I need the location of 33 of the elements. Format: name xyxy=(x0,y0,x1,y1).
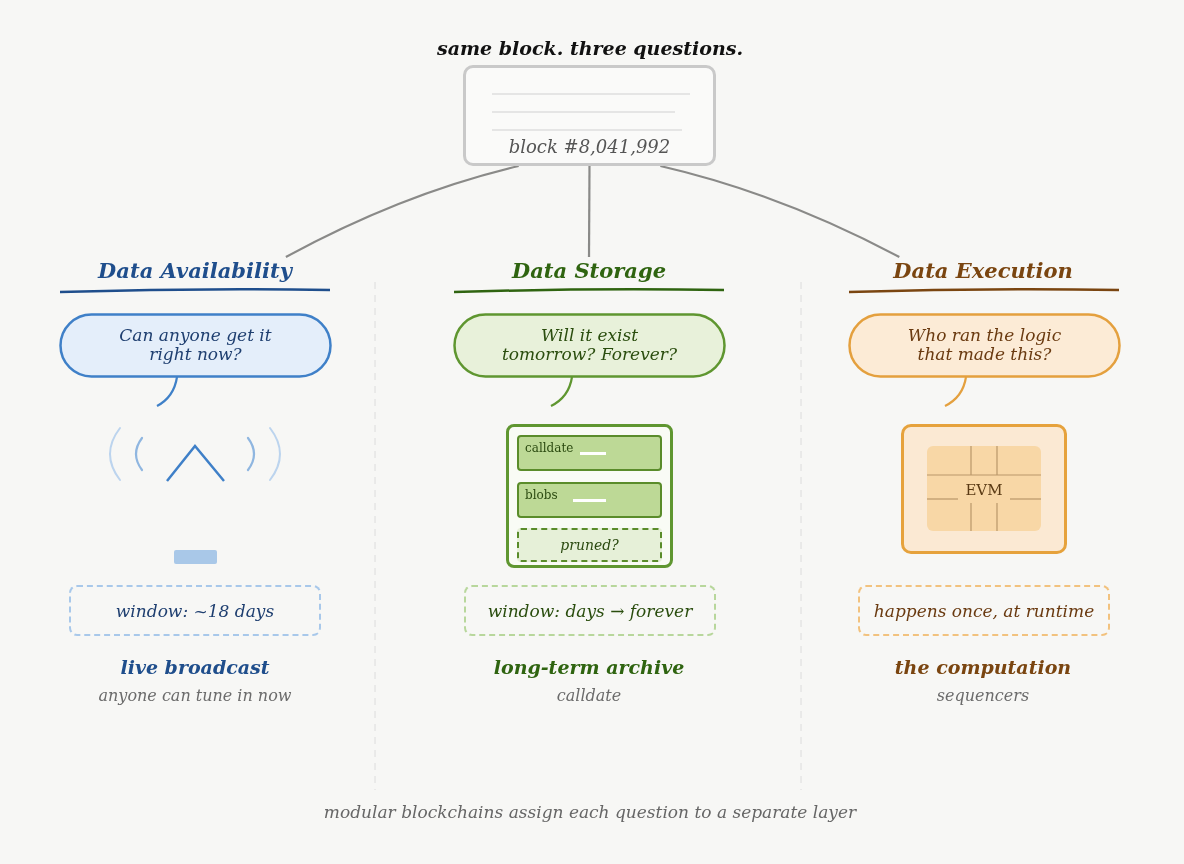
chip-label: EVM xyxy=(965,481,1003,499)
layer-heading: Data Storage xyxy=(512,257,666,284)
question-text: Who ran the logic that made this? xyxy=(906,326,1063,364)
layer-heading: Data Execution xyxy=(893,257,1073,284)
layer-heading: Data Availability xyxy=(98,257,292,284)
row-label: calldate xyxy=(525,440,574,456)
storage-panel xyxy=(506,424,673,568)
column-title: long-term archive xyxy=(493,655,685,680)
speech-bubble xyxy=(59,313,332,408)
connector-line xyxy=(660,164,900,258)
column-subtitle: sequencers xyxy=(936,685,1030,707)
pruned-row: pruned? xyxy=(517,528,662,562)
data-row xyxy=(517,482,662,518)
column-title: live broadcast xyxy=(120,655,270,680)
question-text: Can anyone get it right now? xyxy=(118,326,273,364)
speech-bubble xyxy=(453,313,726,408)
column-title: the computation xyxy=(894,655,1072,680)
chip-box xyxy=(901,424,1067,554)
window-note: window: ~18 days xyxy=(69,585,321,636)
window-note: window: days → forever xyxy=(464,585,716,636)
question-text: Will it exist tomorrow? Forever? xyxy=(501,326,678,364)
connector-line xyxy=(285,164,519,258)
row-label: blobs xyxy=(525,487,558,503)
column-subtitle: anyone can tune in now xyxy=(98,685,292,707)
block-label: block #8,041,992 xyxy=(508,135,671,159)
diagram-caption: modular blockchains assign each question to a separate layer xyxy=(323,801,857,824)
data-row xyxy=(517,435,662,471)
column-subtitle: calldate xyxy=(556,685,622,707)
window-note: happens once, at runtime xyxy=(858,585,1110,636)
connector-line xyxy=(587,166,591,257)
speech-bubble xyxy=(848,313,1121,408)
diagram-title: same block. three questions. xyxy=(437,36,743,60)
block-card xyxy=(463,65,716,166)
